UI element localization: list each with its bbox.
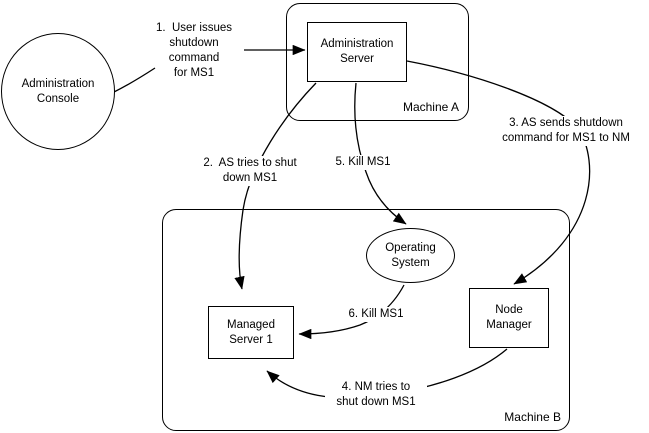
- step4-line-1: 4. NM tries to: [341, 381, 411, 393]
- admin-server-label-line-2: Server: [340, 53, 374, 65]
- operating-system-label-line-2: System: [391, 256, 430, 269]
- operating-system-node: Operating System: [366, 228, 455, 283]
- node-manager-label-line-2: Manager: [486, 319, 532, 331]
- step4-label: 4. NM tries to shut down MS1: [325, 380, 427, 410]
- step6-line-1: 6. Kill MS1: [348, 308, 404, 320]
- admin-console-node: Administration Console: [1, 33, 115, 150]
- managed-server-label-line-2: Server 1: [229, 333, 273, 346]
- operating-system-label-line-1: Operating: [385, 241, 436, 254]
- step4-line-2: shut down MS1: [336, 396, 416, 408]
- machine-a-label: Machine A: [402, 100, 459, 114]
- step1-line-1: 1. User issues: [155, 22, 233, 34]
- admin-console-label-line-2: Console: [36, 92, 80, 105]
- arrow-step6-os-kill-ms1: [298, 284, 405, 340]
- managed-server-label-line-1: Managed: [227, 318, 275, 331]
- step1-line-4: for MS1: [173, 67, 215, 79]
- arrow-step5-kill-ms1: [354, 82, 407, 225]
- step1-line-3: command: [168, 52, 220, 64]
- managed-server-node: Managed Server 1: [208, 306, 294, 359]
- node-manager-node: Node Manager: [469, 288, 549, 348]
- step2-label: 2. AS tries to shut down MS1: [190, 156, 310, 186]
- node-manager-label-line-1: Node: [495, 304, 523, 316]
- step3-label: 3. AS sends shutdown command for MS1 to …: [484, 116, 648, 146]
- step6-label: 6. Kill MS1: [340, 307, 412, 322]
- step2-line-2: down MS1: [222, 172, 278, 184]
- step3-line-1: 3. AS sends shutdown: [509, 117, 623, 129]
- machine-b-label: Machine B: [504, 410, 561, 424]
- step1-line-2: shutdown: [169, 37, 219, 49]
- step3-line-2: command for MS1 to NM: [502, 132, 630, 144]
- admin-server-node: Administration Server: [307, 22, 407, 82]
- arrow-step2-as-shutdown-ms1: [234, 82, 317, 290]
- step5-label: 5. Kill MS1: [327, 155, 399, 170]
- admin-server-label-line-1: Administration: [320, 38, 394, 50]
- admin-console-label-line-1: Administration: [21, 77, 95, 90]
- console-to-label-connector-line: [113, 67, 156, 93]
- step5-line-1: 5. Kill MS1: [335, 156, 391, 168]
- step1-label: 1. User issues shutdown command for MS1: [144, 21, 244, 81]
- step2-line-1: 2. AS tries to shut: [203, 157, 297, 169]
